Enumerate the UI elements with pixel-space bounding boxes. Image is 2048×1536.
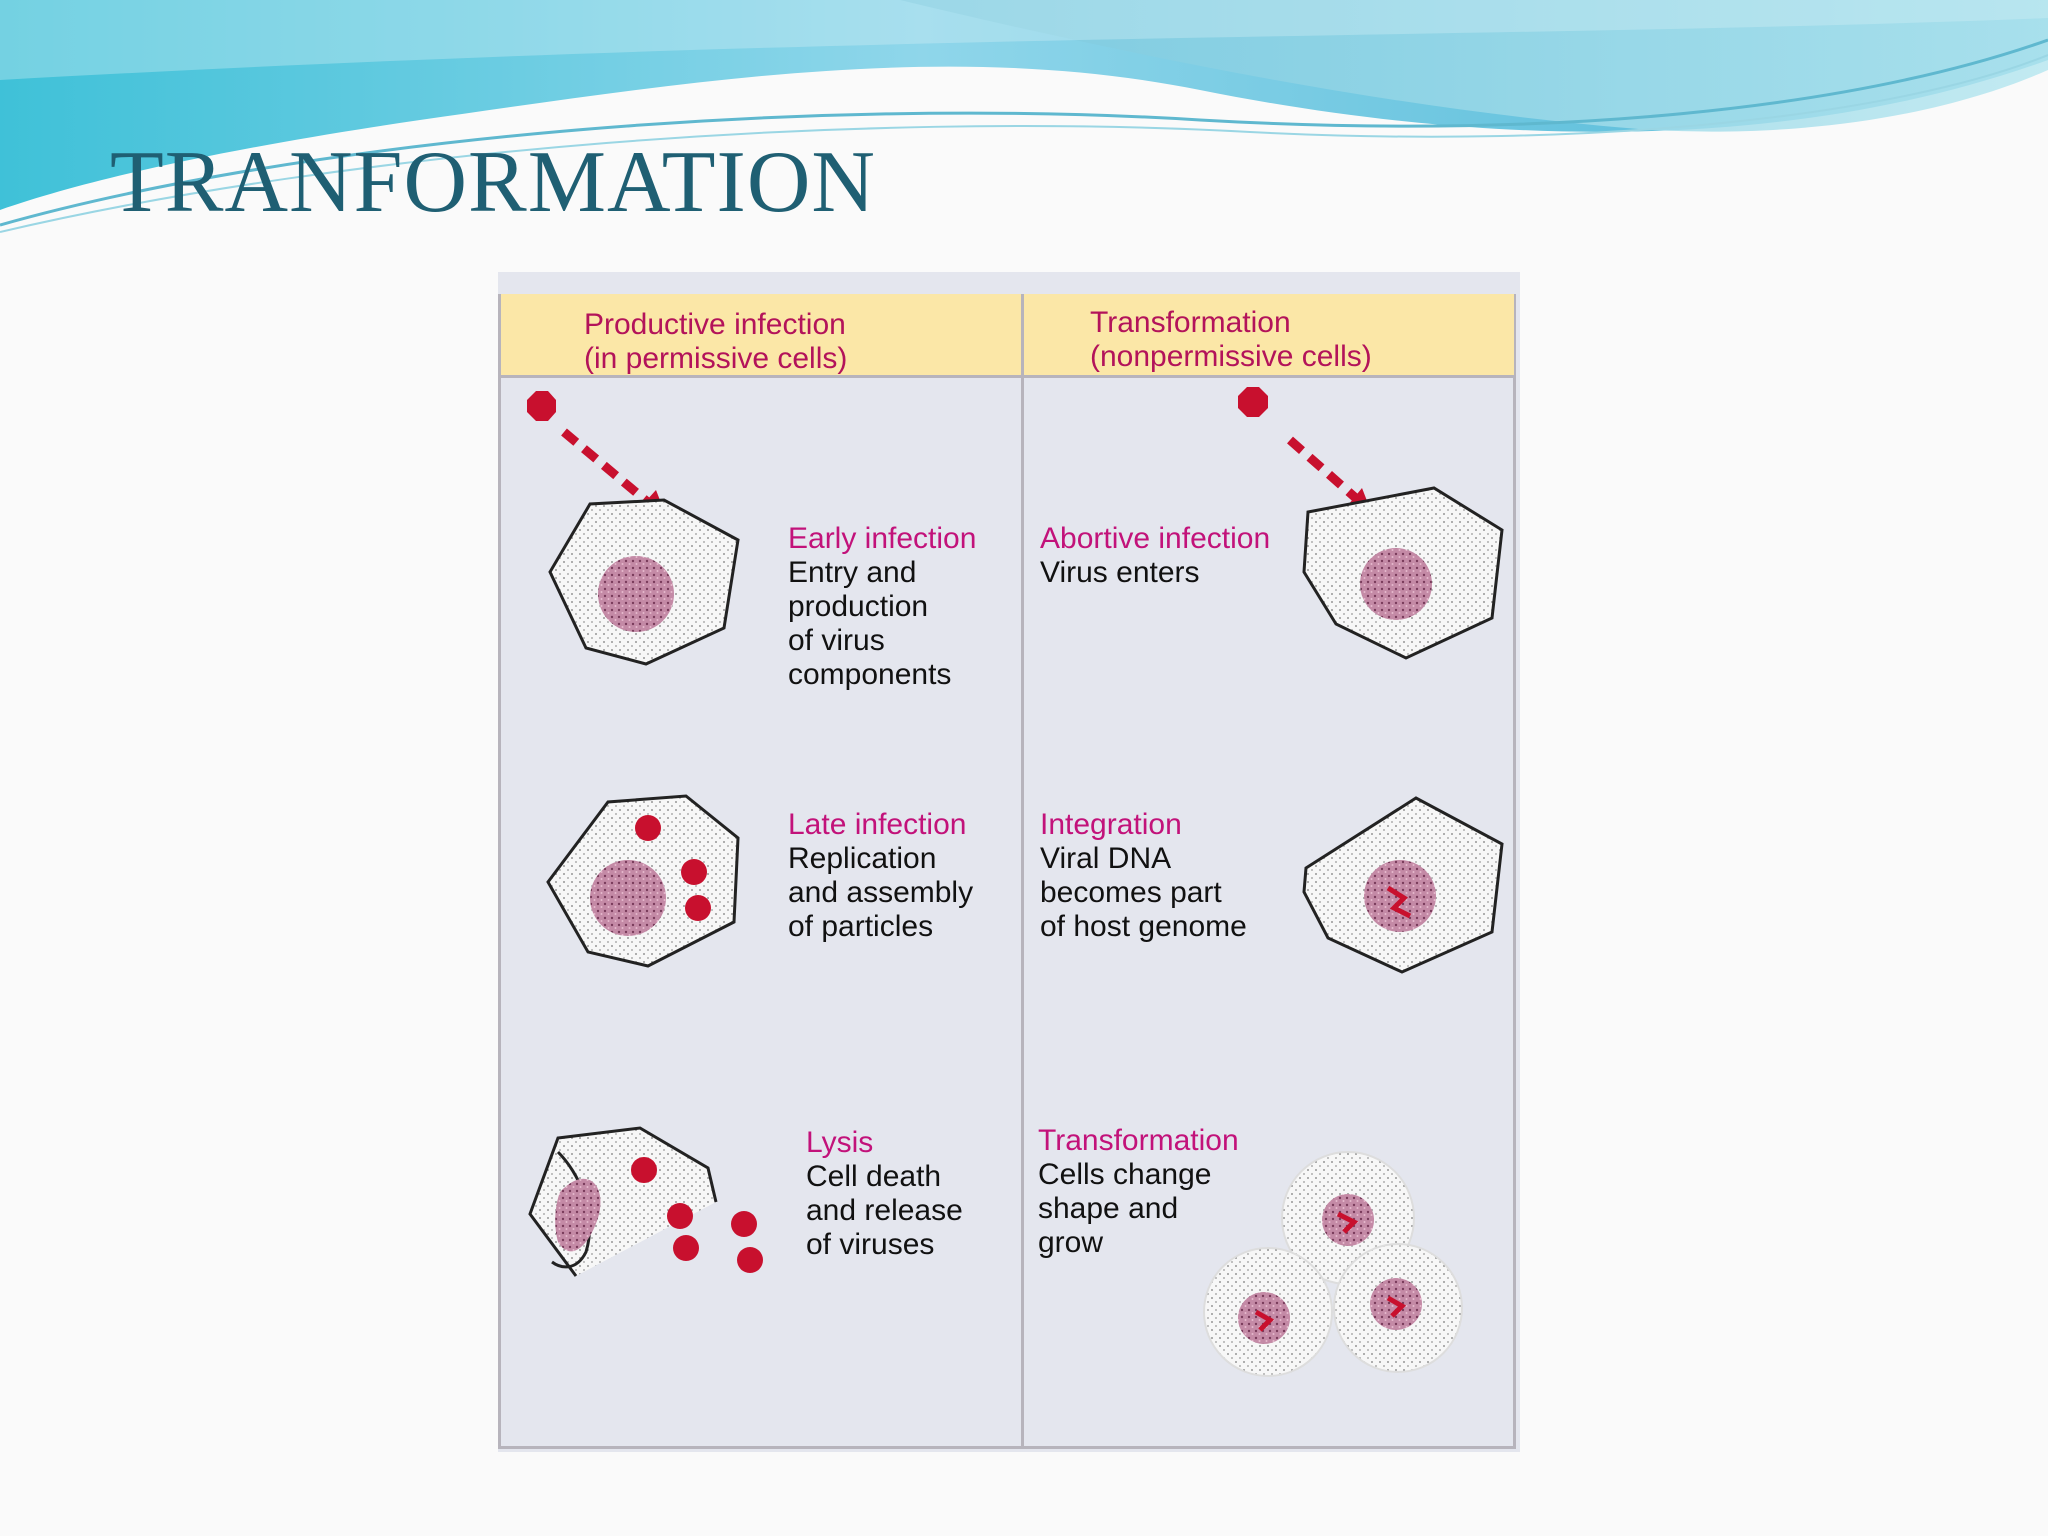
transformation-header-line2: (nonpermissive cells) [1090,340,1372,373]
header-wave-banner [0,0,2048,233]
productive-header-text: Productive infection (in permissive cell… [584,308,847,376]
step-body: Entry and production of virus components [788,556,952,691]
column-divider [1021,294,1024,1449]
cell-abortive-infection [1302,486,1504,660]
step-late-infection: Late infection Replication and assembly … [788,808,973,944]
step-body: Cells change shape and grow [1038,1158,1212,1259]
productive-header-line1: Productive infection [584,308,846,341]
virus-particle-2 [1238,387,1268,417]
step-body: Cell death and release of viruses [806,1160,963,1261]
step-body: Replication and assembly of particles [788,842,974,943]
step-heading: Abortive infection [1040,522,1271,555]
cell-lysis [528,1126,763,1277]
virus-particle-1 [527,391,556,421]
step-heading: Transformation [1038,1124,1239,1157]
step-heading: Lysis [806,1126,874,1159]
step-integration: Integration Viral DNA becomes part of ho… [1040,808,1247,944]
step-early-infection: Early infection Entry and production of … [788,522,976,692]
transformation-header-line1: Transformation [1090,306,1291,339]
virus-infection-figure: Productive infection (in permissive cell… [498,272,1520,1452]
transformed-cell-cluster [1203,1151,1463,1377]
cell-late-infection [546,794,740,968]
cell-early-infection [548,498,740,666]
transformation-header-text: Transformation (nonpermissive cells) [1090,306,1372,374]
step-body: Viral DNA becomes part of host genome [1040,842,1247,943]
step-heading: Early infection [788,522,977,555]
diagram-illustrations [527,387,1504,1377]
step-body: Virus enters [1040,556,1200,589]
column-header-productive [501,294,1021,378]
column-header-transformation [1024,294,1514,378]
slide-title: TRANFORMATION [110,134,876,231]
step-heading: Integration [1040,808,1182,841]
cell-integration [1302,796,1504,974]
step-transformation: Transformation Cells change shape and gr… [1038,1124,1239,1260]
step-heading: Late infection [788,808,967,841]
step-abortive-infection: Abortive infection Virus enters [1040,522,1270,590]
step-lysis: Lysis Cell death and release of viruses [806,1126,963,1262]
productive-header-line2: (in permissive cells) [584,342,848,375]
